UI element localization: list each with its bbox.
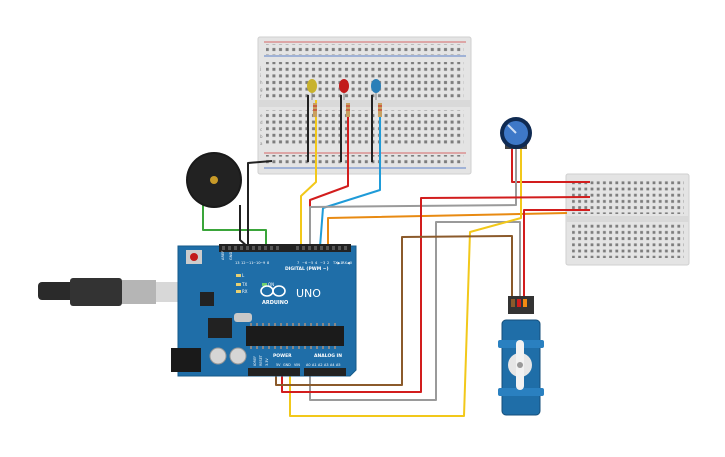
bb-row-label: c — [260, 127, 262, 132]
wire-brown — [275, 235, 513, 386]
leds — [307, 79, 382, 162]
wire-gnd-black — [247, 160, 273, 247]
main-breadboard: j i h g f e d c b a — [257, 36, 472, 175]
pin-label-11: ~11 — [246, 261, 254, 265]
bb-row-label: h — [260, 80, 263, 85]
pin-label-tx: TX▶1 — [332, 261, 343, 265]
wire-buzzer-green — [202, 203, 267, 247]
bb-row-label: j — [259, 66, 261, 71]
pin-label-gnd2: GND — [283, 363, 291, 367]
wire-led-yellow — [300, 100, 317, 247]
pin-label-5: ~5 — [308, 261, 313, 265]
wire-pot-red — [511, 148, 590, 183]
pin-label-13: 13 — [235, 261, 240, 265]
board-brand: ARDUINO — [262, 300, 288, 306]
led-label-tx: TX — [241, 282, 247, 287]
wire-pot-yellow — [289, 148, 522, 417]
usb-cable — [38, 278, 192, 306]
small-breadboard — [565, 173, 690, 266]
wire-red-servo — [523, 209, 590, 296]
bb-row-label: f — [260, 94, 262, 99]
board-model: UNO — [296, 287, 321, 300]
bb-row-label: i — [260, 73, 261, 78]
pin-label-a3: A3 — [324, 363, 328, 367]
bb-row-label: d — [260, 120, 263, 125]
wire-buzzer-black — [239, 205, 249, 248]
pin-label-aref: AREF — [221, 251, 225, 260]
led-blue[interactable] — [371, 79, 382, 162]
potentiometer[interactable] — [500, 117, 532, 149]
analog-header-label: ANALOG IN — [314, 353, 342, 359]
digital-header-label: DIGITAL (PWM ~) — [285, 266, 329, 272]
bb-row-label: e — [260, 113, 263, 118]
bb-row-label: b — [260, 134, 263, 139]
pin-label-6: ~6 — [302, 261, 308, 265]
pin-label-10: ~10 — [253, 261, 261, 265]
pin-label-a1: A1 — [312, 363, 316, 367]
pin-label-3v3: 3.3V — [265, 358, 269, 366]
servo-motor[interactable] — [498, 296, 544, 416]
pin-label-a5: A5 — [336, 363, 340, 367]
wires — [202, 100, 591, 417]
pin-label-ioref: IOREF — [253, 356, 257, 366]
led-yellow[interactable] — [307, 79, 317, 117]
pin-label-vin: VIN — [294, 363, 300, 367]
pin-label-a0: A0 — [306, 363, 310, 367]
pin-label-7: 7 — [297, 261, 299, 265]
pin-label-gnd: GND — [229, 252, 233, 260]
wire-orange — [327, 212, 568, 247]
led-red[interactable] — [339, 79, 350, 162]
pin-label-5v: 5V — [276, 363, 281, 367]
arduino-uno-board[interactable]: AREF GND 13 12 ~11 ~10 ~9 8 7 ~6 ~5 4 ~3… — [171, 244, 357, 377]
pin-label-12: 12 — [241, 261, 246, 265]
pin-label-a4: A4 — [330, 363, 334, 367]
led-label-rx: RX — [242, 289, 248, 294]
bb-row-label: a — [260, 141, 263, 146]
pin-label-4: 4 — [315, 261, 318, 265]
led-label-on: ON — [268, 282, 274, 287]
led-label-l: L — [242, 273, 245, 278]
pin-label-8: 8 — [267, 261, 270, 265]
pin-label-3: ~3 — [320, 261, 325, 265]
pin-label-rx: RX◀0 — [342, 261, 353, 265]
arduino-logo-icon — [260, 285, 286, 297]
piezo-buzzer[interactable] — [186, 152, 242, 208]
bb-row-label: g — [260, 87, 263, 92]
pin-label-reset: RESET — [259, 354, 263, 366]
pin-label-2: 2 — [327, 261, 329, 265]
pin-label-a2: A2 — [318, 363, 322, 367]
pin-label-9: ~9 — [260, 261, 266, 265]
power-header-label: POWER — [273, 353, 292, 359]
wire-led-blue — [319, 108, 381, 248]
